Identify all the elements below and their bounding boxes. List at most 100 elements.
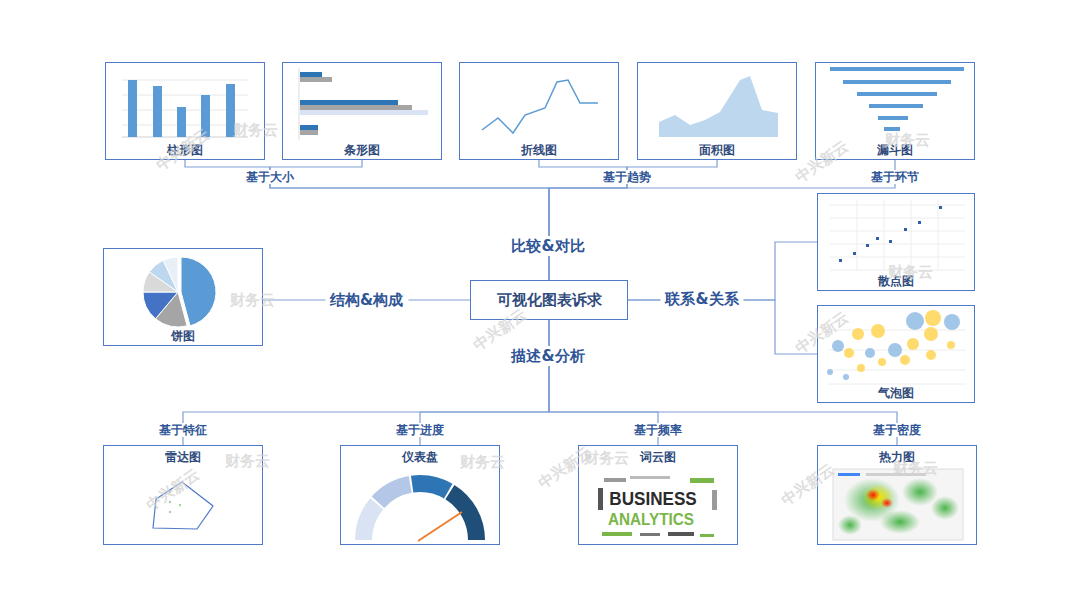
pie-slice xyxy=(143,272,178,292)
group-label: 基于进度 xyxy=(393,423,447,437)
screenshot-frame xyxy=(833,469,963,540)
grid-line xyxy=(828,330,966,331)
heat-blob xyxy=(866,489,880,501)
area-shape xyxy=(659,76,778,137)
axis-dot xyxy=(169,491,171,493)
pie-slice xyxy=(181,257,216,326)
chart-caption: 气泡图 xyxy=(878,386,914,401)
funnel-bar xyxy=(857,92,937,96)
chart-box: 气泡图 xyxy=(817,305,975,403)
chart-box: 仪表盘 xyxy=(340,445,500,545)
scatter-point xyxy=(853,252,856,255)
group-label: 基于密度 xyxy=(870,423,924,437)
scatter-point xyxy=(918,221,921,224)
watermark: 中兴新云 xyxy=(778,460,838,510)
column xyxy=(177,107,186,137)
bubble xyxy=(947,341,955,349)
chart-box: 热力图 xyxy=(817,445,977,545)
chart-box: 散点图 xyxy=(817,193,975,291)
group-label: 基于频率 xyxy=(631,423,685,437)
heat-map-art xyxy=(833,469,963,540)
pie-slice xyxy=(163,257,178,292)
chart-caption: 漏斗图 xyxy=(877,143,913,158)
bubble xyxy=(900,355,910,365)
grid-line xyxy=(122,125,248,126)
chart-caption: 饼图 xyxy=(171,329,195,344)
heat-blob xyxy=(881,498,893,508)
radar-polygon xyxy=(153,482,213,529)
columns xyxy=(128,80,235,137)
grid-lines xyxy=(122,80,248,137)
grid-line xyxy=(857,200,858,270)
bubble xyxy=(843,374,849,380)
bar xyxy=(300,72,322,77)
grid-line xyxy=(122,110,248,111)
connector-line xyxy=(628,242,817,300)
heat-blob xyxy=(902,478,938,506)
line-chart-art xyxy=(482,80,598,133)
watermark: 中兴新云 xyxy=(792,137,852,187)
chart-box: 漏斗图 xyxy=(815,62,975,160)
word-cloud-word: ANALYTICS xyxy=(608,511,694,529)
grid-line xyxy=(911,200,912,270)
bubble-chart-art xyxy=(827,310,966,384)
grid-line xyxy=(938,200,939,270)
connector-line xyxy=(183,320,549,445)
group-label: 基于环节 xyxy=(868,170,922,184)
area-chart-art xyxy=(659,76,778,137)
chart-caption: 面积图 xyxy=(699,143,735,158)
bubble xyxy=(907,338,919,350)
grid-line xyxy=(830,244,965,245)
bubble xyxy=(844,348,854,358)
word-cloud-art xyxy=(598,476,717,537)
scatter-points xyxy=(839,206,942,262)
chart-caption: 仪表盘 xyxy=(402,450,438,465)
heat-blob xyxy=(838,515,862,535)
connector-line xyxy=(185,160,549,280)
heat-blob xyxy=(844,478,900,522)
column xyxy=(226,84,235,137)
bubble xyxy=(852,328,864,340)
scatter-point xyxy=(939,206,942,209)
grid-line xyxy=(884,200,885,270)
chart-caption: 雷达图 xyxy=(165,450,201,465)
bar xyxy=(300,110,428,115)
branch-label: 描述&分析 xyxy=(506,346,589,366)
axis-line xyxy=(122,137,248,138)
chart-box: 条形图 xyxy=(282,62,442,160)
bar xyxy=(300,105,412,110)
funnel-bar xyxy=(878,116,908,120)
grid-line xyxy=(828,384,966,385)
word-shape xyxy=(668,532,694,536)
bubble xyxy=(925,310,941,326)
pie-slice xyxy=(149,260,178,292)
word-shape xyxy=(700,534,714,537)
chart-caption: 热力图 xyxy=(879,450,915,465)
scatter-point xyxy=(904,228,907,231)
connector-line xyxy=(270,160,549,280)
watermark: 财务云 xyxy=(460,453,505,472)
bubble xyxy=(865,348,875,358)
connector-line xyxy=(263,299,470,300)
bar xyxy=(300,77,332,82)
grid-lines xyxy=(828,330,966,384)
gauge-segment xyxy=(411,475,453,498)
scatter-point xyxy=(876,237,879,240)
grid-lines xyxy=(830,200,965,270)
chart-caption: 柱形图 xyxy=(167,143,203,158)
grid-line xyxy=(830,218,965,219)
trend-line xyxy=(482,80,598,133)
bar xyxy=(300,130,318,135)
heat-blob xyxy=(880,510,920,534)
chart-box: 词云图 xyxy=(578,445,738,545)
axis-dot xyxy=(179,504,181,506)
funnel-chart-art xyxy=(830,67,964,131)
branch-label: 比较&对比 xyxy=(506,236,589,256)
funnel-bar xyxy=(869,104,923,108)
central-topic-text: 可视化图表诉求 xyxy=(497,291,602,309)
connector-line xyxy=(549,160,717,280)
group-label: 基于大小 xyxy=(243,170,297,184)
watermark: 财务云 xyxy=(584,449,629,468)
